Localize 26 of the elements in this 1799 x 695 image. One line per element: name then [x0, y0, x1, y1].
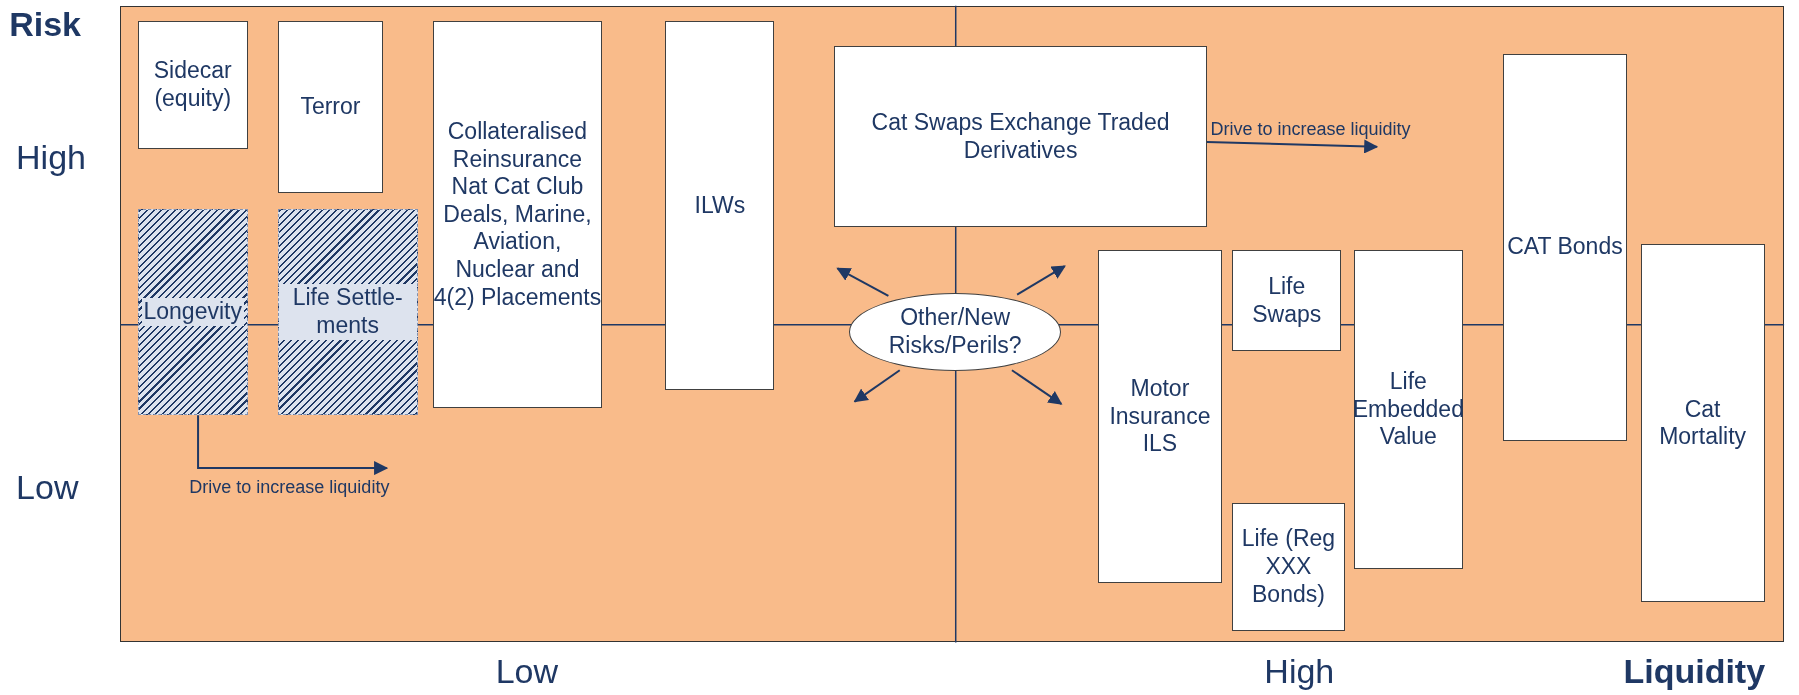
category-box: Sidecar (equity) [137, 20, 248, 150]
category-box: CAT Bonds [1503, 53, 1627, 441]
arrow [1016, 265, 1066, 296]
category-box: Cat Mortality [1640, 244, 1765, 603]
category-box: Life Swaps [1232, 250, 1342, 352]
edge-label: Drive to increase liquidity [1210, 119, 1411, 141]
category-box: Collateralised Reinsurance Nat Cat Club Deals, Marine, Aviation, Nuclear and 4(2) Placements [432, 20, 603, 409]
arrow [1206, 139, 1379, 154]
axis-label: High [16, 137, 86, 177]
category-box: Motor Insurance ILS [1098, 250, 1222, 583]
category-box: Terror [277, 20, 384, 193]
category-box: Cat Swaps Exchange Traded Derivatives [834, 45, 1207, 228]
arrow [836, 267, 890, 297]
arrow [853, 369, 901, 403]
hatched-box: Life Settle- ments [277, 208, 418, 416]
arrow [197, 414, 389, 476]
edge-label: Drive to increase liquidity [189, 477, 390, 499]
category-box: Life (Reg XXX Bonds) [1232, 502, 1345, 631]
axis-label: High [1264, 651, 1335, 691]
axis-label: Low [495, 651, 558, 691]
axis-label: Liquidity [1623, 651, 1766, 691]
hatched-box: Longevity [137, 208, 248, 416]
category-box: ILWs [665, 20, 775, 391]
axis-label: Low [16, 468, 79, 508]
arrow [1010, 369, 1063, 405]
axis-label: Risk [9, 4, 81, 44]
